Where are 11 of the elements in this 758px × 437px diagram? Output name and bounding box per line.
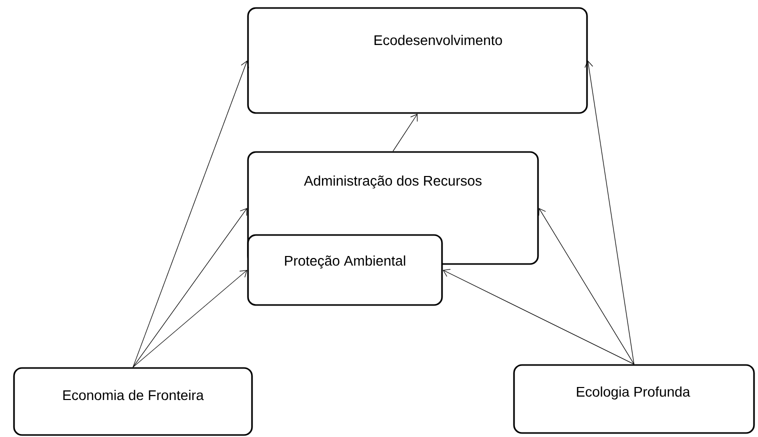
arrow (538, 208, 634, 364)
arrow (132, 60, 249, 368)
arrow (132, 208, 248, 368)
process-box: Ecodesenvolvimento (247, 7, 588, 114)
arrow (392, 114, 418, 152)
arrow (132, 270, 248, 368)
process-box: Proteção Ambiental (247, 234, 443, 306)
process-box: Ecologia Profunda (513, 364, 755, 434)
process-box: Economia de Fronteira (13, 367, 253, 436)
arrow (442, 269, 634, 364)
arrow (584, 60, 634, 364)
